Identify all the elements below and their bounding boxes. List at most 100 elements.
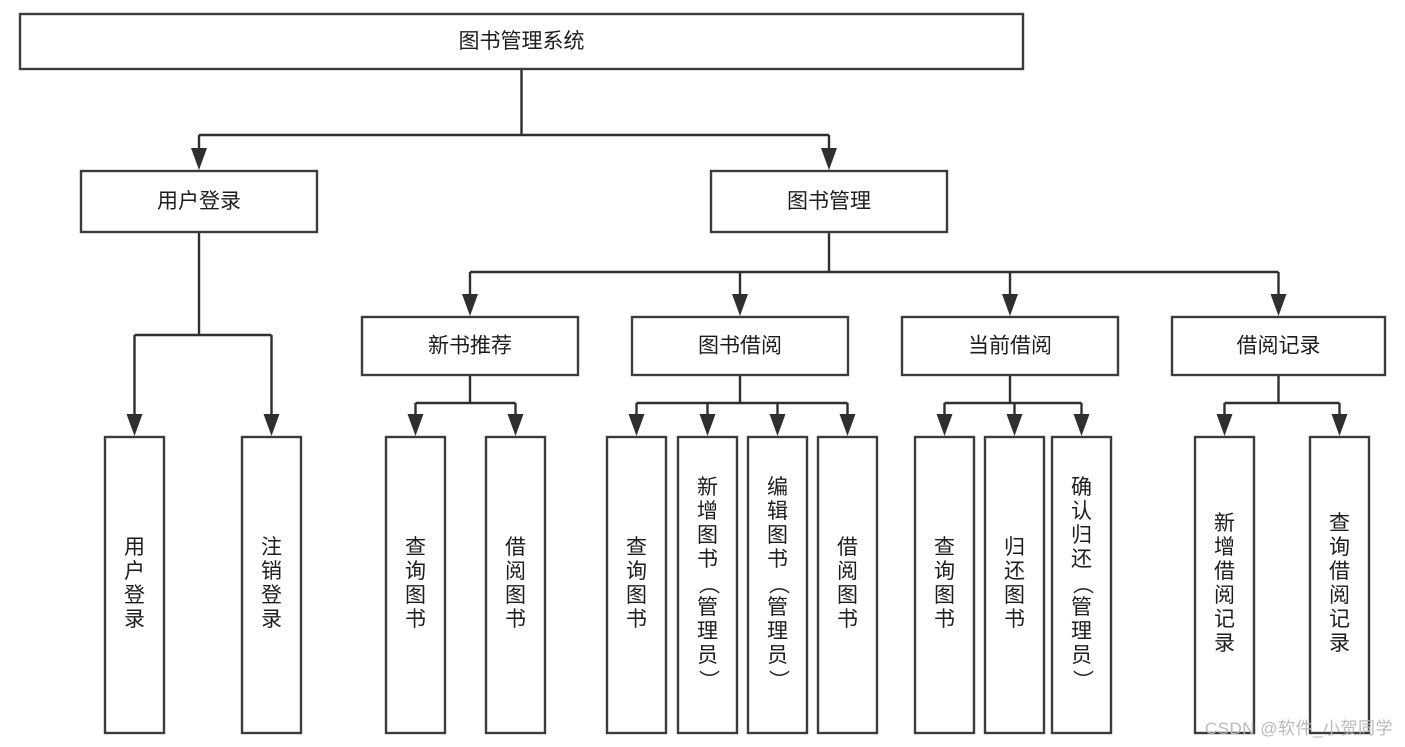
node-label-char: 登 — [261, 584, 282, 607]
node-label: 图书借阅 — [698, 335, 782, 358]
arrow-head-icon — [1002, 294, 1018, 316]
arrow-head-icon — [507, 414, 524, 436]
node-label-char: 记 — [1214, 608, 1235, 631]
node-label-char: 书 — [405, 608, 426, 631]
node-leaf-user-login[interactable]: 用户登录用户登录 — [103, 435, 166, 735]
node-label: 用户登录 — [157, 190, 241, 213]
node-label-char: 还 — [1071, 548, 1092, 571]
node-label-char: 管 — [697, 596, 718, 619]
node-box — [900, 315, 1120, 377]
node-label-char: 登 — [124, 584, 145, 607]
node-label-char: ） — [767, 670, 790, 691]
node-label-char: 录 — [1329, 632, 1350, 655]
node-label-char: 增 — [697, 500, 718, 523]
node-label-char: （ — [767, 574, 790, 595]
node-user-login[interactable]: 用户登录 — [79, 169, 319, 234]
node-leaf-logout[interactable]: 注销登录注销登录 — [240, 435, 303, 735]
node-label-char: 借 — [1214, 560, 1235, 583]
arrow-head-icon — [462, 294, 478, 316]
node-label-char: 员 — [767, 644, 788, 667]
node-label-char: 认 — [1071, 500, 1092, 523]
node-label-char: 销 — [261, 560, 282, 583]
node-label-char: 归 — [1004, 536, 1025, 559]
node-leaf-query-book-1[interactable]: 查询图书查询图书 — [384, 435, 447, 735]
node-label: 图书管理系统 — [459, 30, 585, 53]
node-label-char: 阅 — [505, 560, 526, 583]
node-label-char: 增 — [1214, 536, 1235, 559]
node-label-char: 阅 — [837, 560, 858, 583]
node-leaf-add-record[interactable]: 新增借阅记录新增借阅记录 — [1193, 435, 1256, 735]
node-box — [79, 169, 319, 234]
arrow-head-icon — [821, 148, 837, 170]
arrow-head-icon — [263, 414, 280, 436]
node-label-char: 记 — [1329, 608, 1350, 631]
node-book-borrow[interactable]: 图书借阅 — [630, 315, 850, 377]
arrow-head-icon — [1006, 414, 1023, 436]
node-box — [983, 435, 1046, 735]
node-label-char: 归 — [1071, 524, 1092, 547]
node-label-char: 录 — [1214, 632, 1235, 655]
node-label-char: 询 — [626, 560, 647, 583]
node-label-char: 录 — [261, 608, 282, 631]
node-label-char: 书 — [934, 608, 955, 631]
node-leaf-borrow-book-1[interactable]: 借阅图书借阅图书 — [484, 435, 547, 735]
node-label-char: 理 — [1071, 620, 1092, 643]
arrow-head-icon — [769, 414, 786, 436]
node-label-char: 理 — [697, 620, 718, 643]
node-box — [1050, 435, 1113, 735]
nodes-layer: 图书管理系统用户登录图书管理新书推荐图书借阅当前借阅借阅记录用户登录用户登录注销… — [18, 12, 1387, 735]
node-label-char: （ — [1071, 574, 1094, 595]
arrow-head-icon — [126, 414, 143, 436]
arrow-head-icon — [1073, 414, 1090, 436]
node-leaf-query-record[interactable]: 查询借阅记录查询借阅记录 — [1308, 435, 1371, 735]
node-box — [1193, 435, 1256, 735]
node-label: 当前借阅 — [968, 335, 1052, 358]
node-label: 借阅记录 — [1237, 335, 1321, 358]
node-current-borrow[interactable]: 当前借阅 — [900, 315, 1120, 377]
node-leaf-borrow-book-2[interactable]: 借阅图书借阅图书 — [816, 435, 879, 735]
node-label-char: 借 — [505, 536, 526, 559]
node-box — [605, 435, 668, 735]
node-box — [103, 435, 166, 735]
arrow-head-icon — [191, 148, 207, 170]
node-label-char: ） — [1071, 670, 1094, 691]
node-label-char: 图 — [626, 584, 647, 607]
node-label-char: 书 — [697, 548, 718, 571]
node-label-char: 还 — [1004, 560, 1025, 583]
node-label-char: 书 — [837, 608, 858, 631]
node-label-char: 书 — [767, 548, 788, 571]
node-root[interactable]: 图书管理系统 — [18, 12, 1025, 71]
node-label-char: 借 — [837, 536, 858, 559]
node-leaf-return-book[interactable]: 归还图书归还图书 — [983, 435, 1046, 735]
node-label-char: 图 — [1004, 584, 1025, 607]
node-box — [709, 169, 949, 234]
node-borrow-record[interactable]: 借阅记录 — [1170, 315, 1387, 377]
node-label: 新书推荐 — [428, 335, 512, 358]
arrow-head-icon — [1270, 294, 1287, 316]
node-label-char: 询 — [1329, 536, 1350, 559]
node-box — [913, 435, 976, 735]
node-label-char: 员 — [697, 644, 718, 667]
node-label-char: 员 — [1071, 644, 1092, 667]
node-label-char: 询 — [934, 560, 955, 583]
node-label-char: 书 — [1004, 608, 1025, 631]
node-label-char: 理 — [767, 620, 788, 643]
node-leaf-query-book-3[interactable]: 查询图书查询图书 — [913, 435, 976, 735]
node-box — [384, 435, 447, 735]
node-label-char: 管 — [767, 596, 788, 619]
node-box — [18, 12, 1025, 71]
node-box — [630, 315, 850, 377]
node-label-char: 图 — [837, 584, 858, 607]
node-label-char: 查 — [626, 536, 647, 559]
node-box — [816, 435, 879, 735]
node-book-manage[interactable]: 图书管理 — [709, 169, 949, 234]
node-label-char: 阅 — [1329, 584, 1350, 607]
node-new-book-rec[interactable]: 新书推荐 — [360, 315, 580, 377]
node-leaf-query-book-2[interactable]: 查询图书查询图书 — [605, 435, 668, 735]
node-label-char: 查 — [1329, 512, 1350, 535]
node-box — [1170, 315, 1387, 377]
